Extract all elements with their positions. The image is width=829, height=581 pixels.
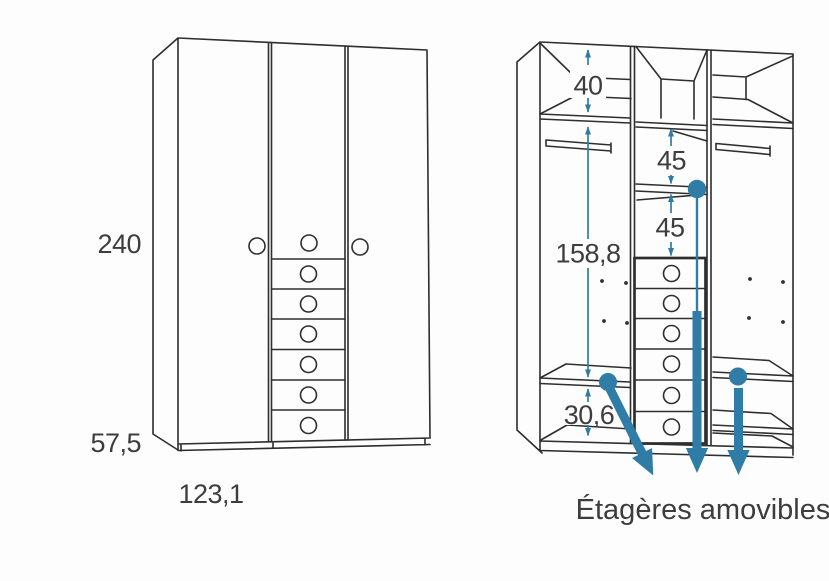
dim-width-label: 123,1	[178, 479, 243, 509]
hanging-rod-right	[715, 142, 771, 157]
drawer-unit	[633, 256, 707, 445]
front-view-knobs	[248, 234, 369, 435]
interior-column-dividers	[629, 45, 712, 446]
removable-shelves-label: Étagères amovibles	[576, 493, 829, 526]
callout-arrow-left	[605, 386, 654, 476]
callout-dot-right-shelf	[729, 367, 747, 386]
dimension-annotations: 40 158,8 45 45 30,6	[551, 49, 688, 437]
interior-outline	[516, 41, 794, 459]
dim-gap-above-shelf-label: 45	[657, 146, 686, 176]
shelf-peg-holes	[600, 277, 785, 325]
front-view-door-dividers	[267, 41, 349, 443]
front-view-drawing: 240 57,5 123,1	[90, 37, 431, 509]
callout-dot-left-shelf	[599, 373, 617, 391]
interior-col2-structure	[635, 45, 708, 142]
interior-col3-structure	[712, 55, 794, 448]
front-view-outline	[152, 37, 431, 452]
drawer-unit-dividers	[633, 287, 707, 413]
dim-depth-label: 57,5	[90, 428, 141, 458]
drawer-unit-knobs	[662, 264, 681, 436]
dim-height-label: 240	[97, 229, 141, 259]
dim-gap-below-shelf-label: 45	[655, 213, 684, 243]
dim-bottom-compartment-label: 30,6	[564, 400, 615, 430]
dim-hanging-space-label: 158,8	[555, 239, 620, 269]
removable-shelves-callout: Étagères amovibles	[576, 179, 829, 526]
hanging-rod-left	[545, 139, 612, 154]
dim-top-compartment-label: 40	[573, 71, 602, 101]
callout-dot-middle-shelf	[687, 179, 707, 199]
front-view-drawer-dividers	[270, 258, 346, 411]
